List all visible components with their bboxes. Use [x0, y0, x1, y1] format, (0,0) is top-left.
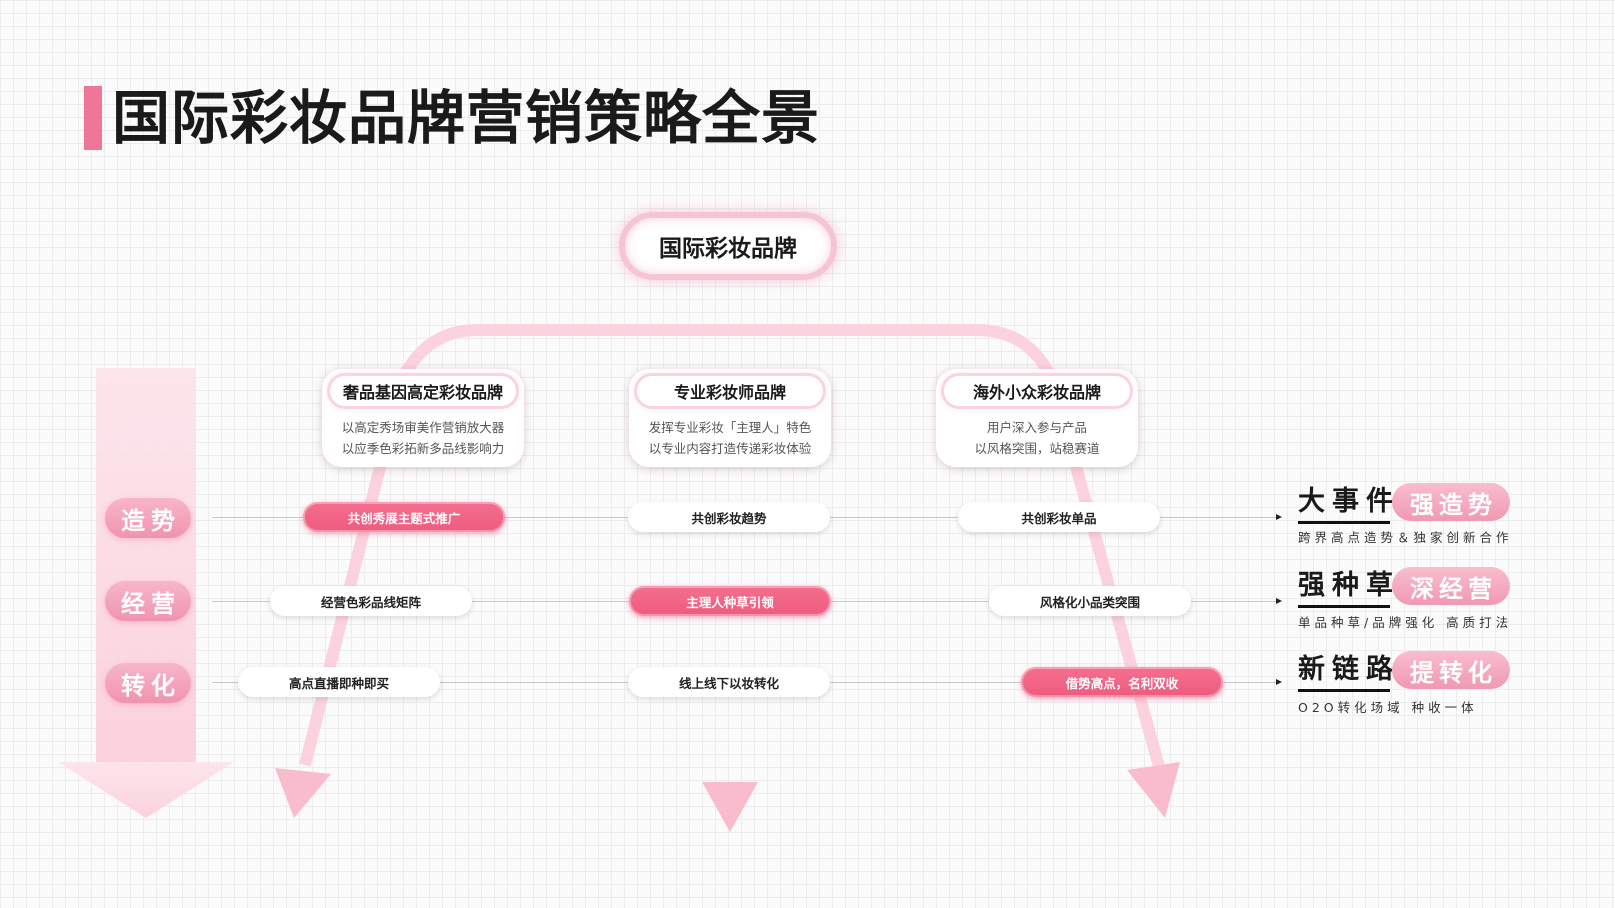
stage-label-momentum: 造势 [105, 498, 191, 538]
branch-desc-line: 以专业内容打造传递彩妆体验 [648, 441, 812, 456]
stage-label-conversion: 转化 [105, 663, 191, 703]
row-arrow-icon [1276, 598, 1282, 604]
branch-card-niche: 海外小众彩妆品牌 用户深入参与产品 以风格突围，站稳赛道 [936, 369, 1138, 467]
strategy-cell: 主理人种草引领 [629, 586, 831, 616]
branch-desc-line: 以高定秀场审美作营销放大器 [341, 420, 505, 435]
summary-subtitle: 单品种草/品牌强化 高质打法 [1298, 615, 1513, 630]
strategy-cell: 借势高点，名利双收 [1021, 667, 1223, 697]
summary-heading: 大事件 [1298, 486, 1400, 517]
summary-subtitle: 跨界高点造势＆独家创新合作 [1298, 530, 1513, 545]
branch-desc-line: 用户深入参与产品 [986, 420, 1087, 435]
summary-underline [1298, 689, 1390, 692]
branch-desc-line: 以应季色彩拓新多品线影响力 [341, 441, 505, 456]
strategy-cell: 风格化小品类突围 [989, 586, 1191, 616]
branch-card-luxury: 奢品基因高定彩妆品牌 以高定秀场审美作营销放大器 以应季色彩拓新多品线影响力 [322, 369, 524, 467]
branch-card-desc: 用户深入参与产品 以风格突围，站稳赛道 [936, 417, 1138, 459]
stage-label-operation: 经营 [105, 581, 191, 621]
title-accent-bar [84, 86, 102, 150]
summary-heading: 新链路 [1298, 654, 1400, 685]
strategy-cell: 高点直播即种即买 [238, 667, 440, 697]
summary-badge: 深经营 [1392, 567, 1510, 605]
branch-desc-line: 以风格突围，站稳赛道 [974, 441, 1100, 456]
branch-card-title: 专业彩妆师品牌 [637, 376, 823, 406]
page-title: 国际彩妆品牌营销策略全景 [112, 84, 821, 152]
strategy-cell: 经营色彩品线矩阵 [270, 586, 472, 616]
branch-card-pro-artist: 专业彩妆师品牌 发挥专业彩妆「主理人」特色 以专业内容打造传递彩妆体验 [629, 369, 831, 467]
branch-card-desc: 以高定秀场审美作营销放大器 以应季色彩拓新多品线影响力 [322, 417, 524, 459]
branch-card-title: 海外小众彩妆品牌 [944, 376, 1130, 406]
row-arrow-icon [1276, 679, 1282, 685]
summary-heading: 强种草 [1298, 570, 1400, 601]
branch-connectors [275, 282, 1180, 832]
strategy-cell: 共创秀展主题式推广 [303, 502, 505, 532]
summary-underline [1298, 521, 1390, 524]
summary-badge: 强造势 [1392, 483, 1510, 521]
root-node: 国际彩妆品牌 [619, 212, 837, 280]
strategy-cell: 共创彩妆趋势 [628, 502, 830, 532]
summary-badge: 提转化 [1392, 651, 1510, 689]
summary-subtitle: O2O转化场域 种收一体 [1298, 700, 1478, 715]
branch-card-desc: 发挥专业彩妆「主理人」特色 以专业内容打造传递彩妆体验 [629, 417, 831, 459]
branch-card-title: 奢品基因高定彩妆品牌 [330, 376, 516, 406]
strategy-cell: 共创彩妆单品 [958, 502, 1160, 532]
summary-underline [1298, 605, 1390, 608]
strategy-cell: 线上线下以妆转化 [628, 667, 830, 697]
row-arrow-icon [1276, 514, 1282, 520]
branch-desc-line: 发挥专业彩妆「主理人」特色 [648, 420, 812, 435]
